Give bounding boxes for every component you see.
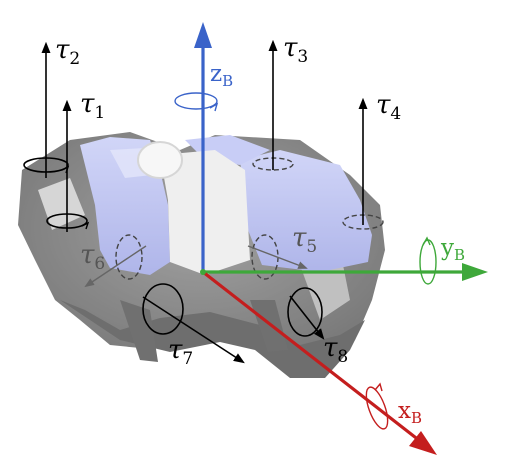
robot-frame-shadow xyxy=(60,300,365,378)
thruster-labels: τ2 τ1 τ3 τ4 τ5 τ6 τ7 τ8 xyxy=(55,33,401,369)
tau6-rotation-icon xyxy=(115,234,143,280)
front-leg xyxy=(250,300,288,352)
y-rotation-icon xyxy=(419,239,437,285)
faded-thrust-vectors xyxy=(84,245,308,288)
tau5-vector xyxy=(247,245,308,269)
tau7-label: τ7 xyxy=(168,335,193,369)
y-axis-label: yB xyxy=(440,235,465,264)
z-axis-label: zB xyxy=(210,61,233,90)
x-rotation-arrow-icon xyxy=(374,382,383,392)
body-origin xyxy=(200,269,206,275)
x-axis-arrowhead-icon xyxy=(409,431,437,455)
tau7-rotation-icon xyxy=(142,283,184,335)
tau4-label: τ4 xyxy=(376,90,401,124)
axis-labels: zB yB xB xyxy=(210,61,465,427)
camera-dome xyxy=(137,141,183,179)
y-axis-arrowhead-icon xyxy=(462,263,488,281)
y-rotation-arrow-icon xyxy=(422,236,431,246)
z-rotation-arrow-icon xyxy=(209,102,219,112)
z-rotation-icon xyxy=(174,92,218,110)
tau1-label: τ1 xyxy=(80,89,105,123)
z-axis-arrowhead-icon xyxy=(194,22,212,48)
tau1-rotation-arrow-icon xyxy=(81,221,90,230)
tau5-label: τ5 xyxy=(292,223,317,257)
tau6-vector xyxy=(84,245,147,288)
tau6-label: τ6 xyxy=(80,240,105,274)
x-rotation-icon xyxy=(365,386,389,430)
robot-body xyxy=(18,132,385,378)
tau3-label: τ3 xyxy=(283,33,308,67)
tau8-label: τ8 xyxy=(323,333,348,367)
thrust-vectors xyxy=(41,39,368,364)
x-axis xyxy=(202,270,421,443)
tau8-vector xyxy=(289,295,325,340)
center-cylinder xyxy=(160,150,250,275)
tau8-rotation-icon xyxy=(287,287,323,337)
body-axes xyxy=(174,22,488,455)
right-hull xyxy=(240,150,372,272)
tau7-vector xyxy=(142,296,245,364)
tau2-label: τ2 xyxy=(55,35,80,69)
front-leg xyxy=(120,300,158,362)
x-axis-label: xB xyxy=(398,398,422,427)
